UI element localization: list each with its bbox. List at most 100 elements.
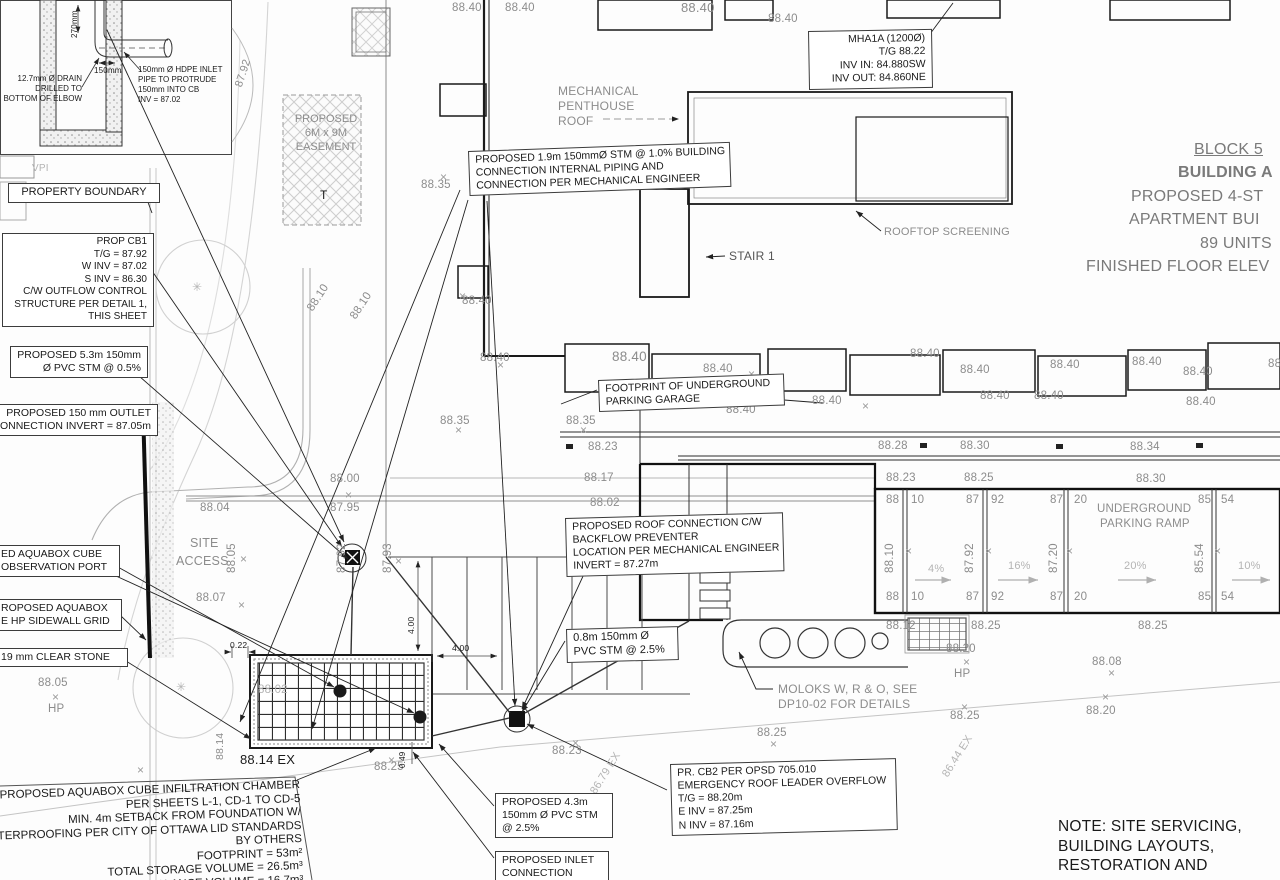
spot-elevation: 88.40 xyxy=(812,395,842,407)
survey-x-mark: × xyxy=(985,544,993,558)
spot-elevation: 88 xyxy=(1268,358,1280,370)
text-line: INV OUT: 84.860NE xyxy=(831,71,926,85)
screening-label: ROOFTOP SCREENING xyxy=(884,226,1010,238)
spot-elevation: 88.25 xyxy=(1138,620,1168,632)
spot-elevation: 88.40 xyxy=(480,352,510,364)
survey-x-mark: × xyxy=(240,552,248,566)
spot-elevation: 87.20 xyxy=(1048,543,1060,573)
spot-elevation: 88.35 xyxy=(440,415,470,427)
moloks-label: DP10-02 FOR DETAILS xyxy=(778,697,911,711)
survey-x-mark: × xyxy=(497,358,505,372)
spot-elevation: 88.40 xyxy=(1183,366,1213,378)
spot-elevation: 92 xyxy=(991,591,1005,603)
spot-elevation: 54 xyxy=(1221,494,1235,506)
spot-elevation: 87.92 xyxy=(336,543,348,573)
spot-elevation: 85.54 xyxy=(1194,543,1206,573)
spot-elevation: T xyxy=(320,188,328,202)
survey-x-mark: × xyxy=(1066,544,1074,558)
note-line: RESTORATION AND xyxy=(1058,857,1208,874)
spot-elevation: 88.40 xyxy=(452,2,482,14)
survey-x-mark: × xyxy=(455,423,463,437)
survey-x-mark: × xyxy=(440,170,448,184)
moloks-enclosure xyxy=(722,614,970,668)
building-subtitle: APARTMENT BUI xyxy=(1129,211,1260,228)
spot-elevation: 88.14 xyxy=(214,732,226,760)
text-line: OBSERVATION PORT xyxy=(1,561,107,574)
text-line: 12.7mm Ø DRAIN xyxy=(17,74,82,83)
spot-elevation: 88.40 xyxy=(960,364,990,376)
spot-elevation: 88.25 xyxy=(964,472,994,484)
spot-elevation: 88.25 xyxy=(757,727,787,739)
spot-elevation: 88.17 xyxy=(584,472,614,484)
dimension-label: 270mm xyxy=(70,10,79,38)
tree-symbol: ✳ xyxy=(176,680,187,694)
moloks-label: MOLOKS W, R & O, SEE xyxy=(778,682,918,696)
spot-elevation: 88.40 xyxy=(1132,356,1162,368)
survey-x-mark: × xyxy=(963,655,971,669)
spot-elevation: UNDERGROUND xyxy=(1097,503,1192,515)
note-line: NOTE: SITE SERVICING, xyxy=(1058,818,1242,835)
survey-x-mark: × xyxy=(580,423,588,437)
spot-elevation: 88.40 xyxy=(1034,390,1064,402)
spot-elevation: 10 xyxy=(911,494,925,506)
spot-elevation: 87.92 xyxy=(964,543,976,573)
survey-x-mark: × xyxy=(388,753,396,767)
spot-elevation: 88.40 xyxy=(980,390,1010,402)
text-line: PROPOSED 5.3m 150mm xyxy=(17,349,141,361)
text-line: 150mm INTO CB xyxy=(138,85,200,94)
spot-elevation: 87 xyxy=(966,591,980,603)
spot-elevation: 88.04 xyxy=(200,502,230,514)
spot-elevation-existing: 88.14 EX xyxy=(240,752,296,767)
text-line: Ø PVC STM @ 0.5% xyxy=(42,362,141,375)
dimension-lines xyxy=(224,561,503,764)
survey-x-mark: × xyxy=(1214,544,1222,558)
detail-1-cb-structure xyxy=(0,0,254,221)
observation-port-symbol xyxy=(413,710,427,724)
survey-x-mark: × xyxy=(345,488,353,502)
sidewall-grid xyxy=(141,402,174,659)
text-line: 19 mm CLEAR STONE xyxy=(1,651,110,663)
spot-elevation: 88.30 xyxy=(1136,473,1166,485)
spot-elevation: 88.35 xyxy=(566,415,596,427)
spot-elevation: 88.05 xyxy=(226,543,238,573)
text-line: BOTTOM OF ELBOW xyxy=(3,94,82,103)
spot-elevation: 88.28 xyxy=(878,440,908,452)
spot-elevation: 88.07 xyxy=(196,592,226,604)
spot-elevation: 54 xyxy=(1221,591,1235,603)
spot-elevation: 88.12 xyxy=(886,620,916,632)
building-subtitle: 89 UNITS xyxy=(1200,235,1272,252)
penthouse-label: MECHANICAL xyxy=(558,84,639,98)
text-line: PROPOSED INLET xyxy=(502,854,595,866)
dimension-label: 4.00 xyxy=(452,643,470,653)
building-subtitle: FINISHED FLOOR ELEV xyxy=(1086,258,1270,275)
text-line: PROP CB1 xyxy=(96,236,147,247)
text-line: CONNECTION INVERT = 87.05m xyxy=(0,420,151,433)
spot-elevation: 88 xyxy=(886,591,900,603)
spot-elevation: 87 xyxy=(1050,494,1064,506)
spot-elevation: 88.35 xyxy=(421,179,451,191)
spot-elevation: 16% xyxy=(1008,560,1031,572)
survey-x-mark: × xyxy=(238,598,246,612)
text-line: PVC STM @ 2.5% xyxy=(573,643,665,658)
spot-elevation: 88.02 xyxy=(258,684,288,696)
text-line: 150mm Ø HDPE INLET xyxy=(138,65,223,74)
survey-x-mark: × xyxy=(137,763,145,777)
spot-elevation: 88.20 xyxy=(1086,705,1116,717)
spot-elevation: 88.23 xyxy=(886,472,916,484)
text-line: PROPOSED 150 mm OUTLET xyxy=(6,407,151,419)
spot-elevation: 88.40 xyxy=(681,0,715,15)
spot-elevation: VPI xyxy=(32,163,49,174)
text-line: W INV = 87.02 xyxy=(81,261,147,272)
callout-clear-stone: 19 mm CLEAR STONE xyxy=(0,648,128,668)
text-line: PIPE TO PROTRUDE xyxy=(138,75,217,84)
survey-x-mark: × xyxy=(862,399,870,413)
